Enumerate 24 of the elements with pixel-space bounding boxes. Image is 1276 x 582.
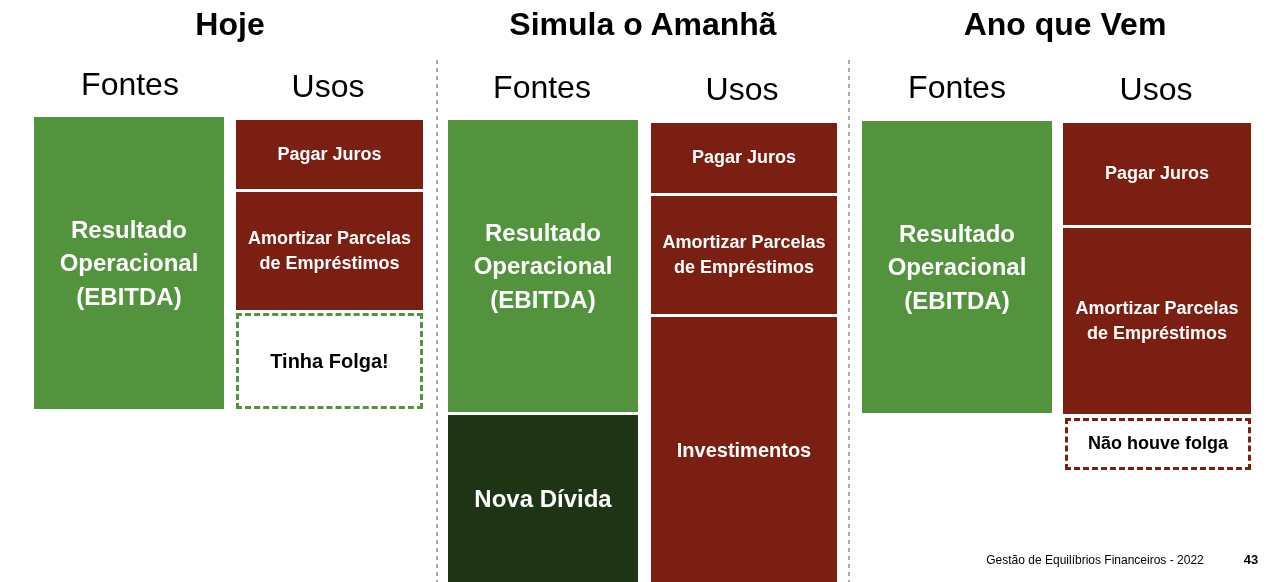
page-number: 43: [1243, 552, 1259, 567]
slack-box: Tinha Folga!: [236, 313, 423, 409]
column-heading: Usos: [705, 71, 779, 108]
use-block: Investimentos: [651, 317, 837, 582]
use-block: Pagar Juros: [1063, 123, 1251, 225]
use-block: Amortizar Parcelas de Empréstimos: [651, 196, 837, 314]
use-block: Pagar Juros: [236, 120, 423, 189]
column-heading: Fontes: [908, 69, 1006, 106]
result-block: Resultado Operacional (EBITDA): [448, 120, 638, 412]
use-block: Amortizar Parcelas de Empréstimos: [1063, 228, 1251, 414]
use-block: Pagar Juros: [651, 123, 837, 193]
column-heading: Fontes: [81, 66, 179, 103]
footer-text: Gestão de Equilíbrios Financeiros - 2022: [986, 553, 1204, 567]
column-heading: Fontes: [493, 69, 591, 106]
column-heading: Usos: [1119, 71, 1193, 108]
use-block: Amortizar Parcelas de Empréstimos: [236, 192, 423, 310]
result-block: Resultado Operacional (EBITDA): [862, 121, 1052, 413]
panel-title: Ano que Vem: [963, 6, 1167, 43]
result-block: Resultado Operacional (EBITDA): [34, 117, 224, 409]
panel-title: Simula o Amanhã: [509, 6, 777, 43]
slack-box: Não houve folga: [1065, 418, 1251, 470]
panel-title: Hoje: [195, 6, 265, 43]
column-heading: Usos: [291, 68, 365, 105]
debt-block: Nova Dívida: [448, 415, 638, 582]
